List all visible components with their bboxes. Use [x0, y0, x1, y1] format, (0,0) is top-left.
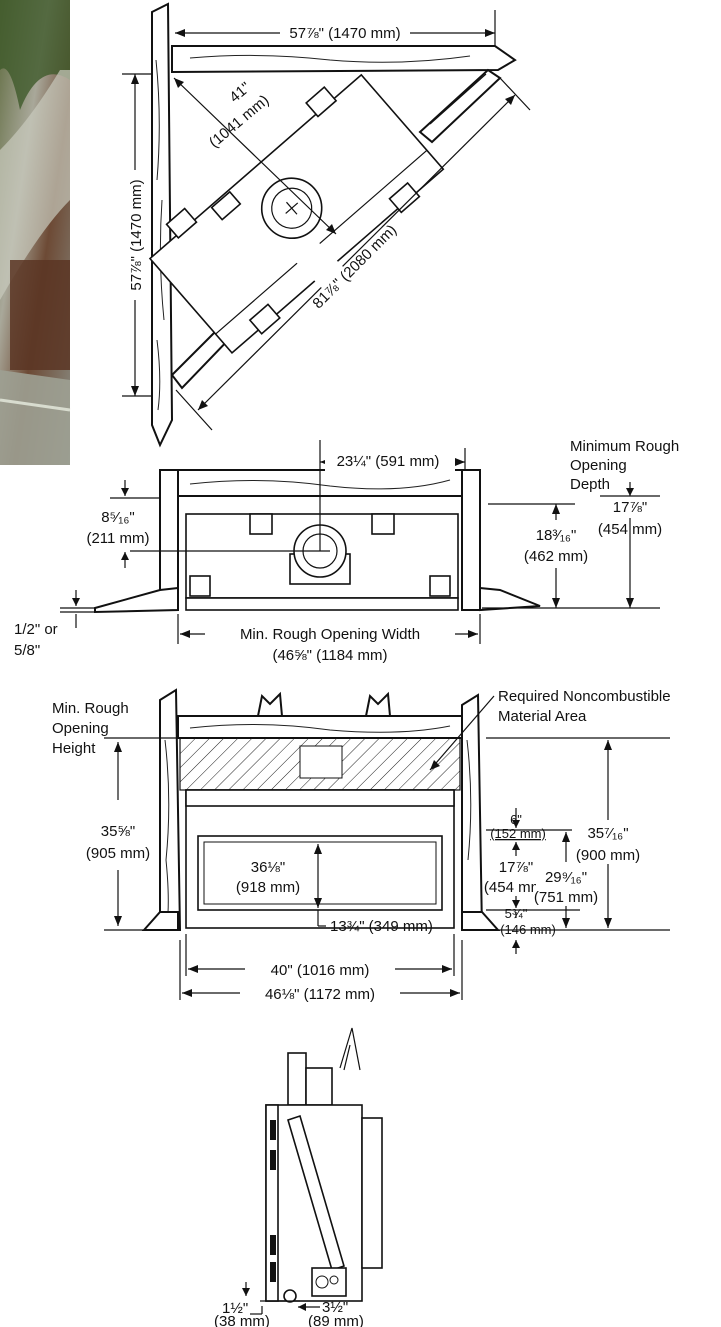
- left-height-label: 57⅞" (1470 mm): [128, 179, 145, 290]
- shim-label-1: 1/2" or: [14, 621, 58, 638]
- plan-width-value: (46⅝" (1184 mm): [272, 647, 387, 664]
- front-total-in: 29⁹⁄₁₆": [545, 869, 587, 886]
- front-view: Required Noncombustible Material Area Mi…: [52, 688, 671, 1003]
- side-right-in: 3½": [322, 1299, 348, 1316]
- front-base-in: 5¾": [505, 906, 528, 921]
- top-width-label: 57⅞" (1470 mm): [289, 25, 400, 42]
- front-left-in: 35⅝": [101, 823, 136, 840]
- shim-label-2: 5/8": [14, 642, 40, 659]
- side-right-mm: (89 mm): [308, 1313, 364, 1327]
- plan-view: 23¼" (591 mm) Minimum Rough Opening Dept…: [14, 438, 679, 664]
- side-left-in: 1½": [222, 1300, 248, 1317]
- front-base-mm: (146 mm): [500, 922, 556, 937]
- front-bottom-label: 13¾" (349 mm): [330, 918, 433, 935]
- plan-left-mm: (211 mm): [86, 530, 149, 547]
- plan-right-mm: (454 mm): [598, 521, 662, 538]
- min-height-title-3: Height: [52, 740, 96, 757]
- front-inner-mm: (918 mm): [236, 879, 300, 896]
- plan-left-in: 8⁵⁄₁₆": [101, 509, 135, 526]
- corner-top-view: 57⅞" (1470 mm) 57⅞" (1470 mm) 41" (1041 …: [122, 2, 531, 448]
- plan-right-in: 17⅞": [613, 499, 648, 516]
- front-mid-mm: (454 mm): [484, 879, 548, 896]
- plan-center-label: 23¼" (591 mm): [337, 453, 440, 470]
- plan-width-title: Min. Rough Opening Width: [240, 626, 420, 643]
- front-mid-in: 17⅞": [499, 859, 534, 876]
- min-depth-title-1: Minimum Rough: [570, 438, 679, 455]
- min-height-title-1: Min. Rough: [52, 700, 129, 717]
- min-height-title-2: Opening: [52, 720, 109, 737]
- front-right-mm: (900 mm): [576, 847, 640, 864]
- min-depth-title-2: Opening: [570, 457, 627, 474]
- front-inner-in: 36⅛": [251, 859, 286, 876]
- front-width-outer: 46⅛" (1172 mm): [265, 986, 375, 1003]
- side-left-mm: (38 mm): [214, 1313, 270, 1327]
- min-depth-title-3: Depth: [570, 476, 610, 493]
- side-view: 1½" (38 mm) 3½" (89 mm): [214, 1027, 383, 1327]
- room-photo: [0, 0, 71, 465]
- front-right-in: 35⁷⁄₁₆": [587, 825, 628, 842]
- front-topgap-in: 6": [510, 812, 522, 827]
- plan-depth-mm: (462 mm): [524, 548, 588, 565]
- front-topgap-mm: (152 mm): [490, 826, 546, 841]
- plan-depth-in: 18³⁄₁₆": [536, 527, 577, 544]
- noncomb-label-2: Material Area: [498, 708, 587, 725]
- front-total-mm: (751 mm): [534, 889, 598, 906]
- front-left-mm: (905 mm): [86, 845, 150, 862]
- front-width-inner: 40" (1016 mm): [271, 962, 370, 979]
- noncomb-label-1: Required Noncombustible: [498, 688, 671, 705]
